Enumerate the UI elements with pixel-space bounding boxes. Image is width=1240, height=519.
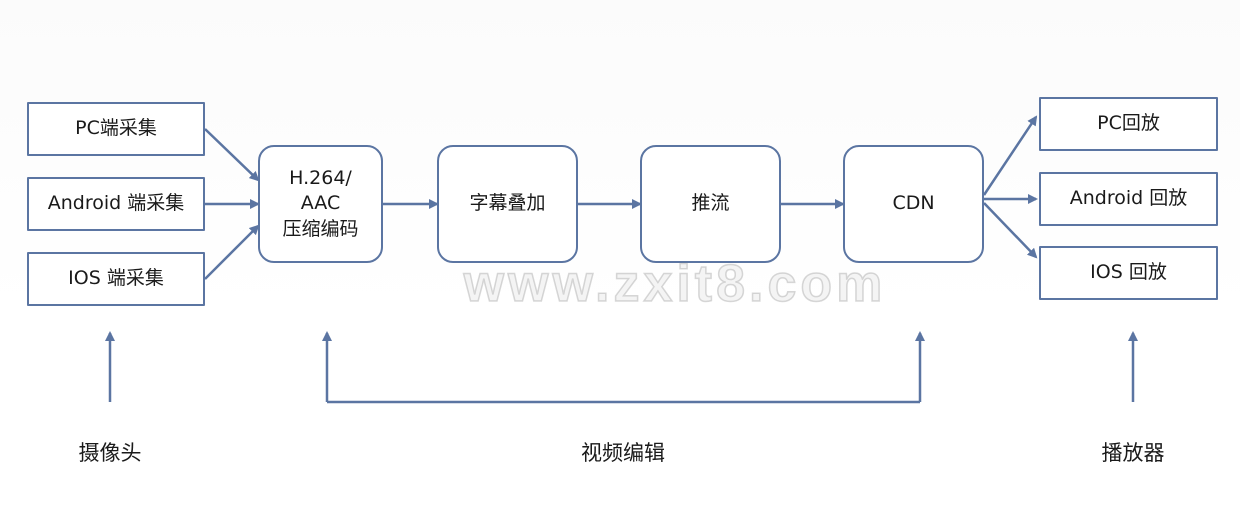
arrow-pc-capture-to-encode: [204, 128, 260, 182]
video-edit-label: 视频编辑: [581, 441, 665, 465]
arrow-cdn-to-pc-playback: [982, 115, 1038, 196]
encode-label: H.264/ AAC 压缩编码: [282, 166, 359, 240]
push-stream-label: 推流: [691, 192, 730, 215]
cdn-label: CDN: [892, 192, 935, 215]
android-capture-label: Android 端采集: [47, 192, 185, 215]
arrow-ios-capture-to-encode: [204, 224, 260, 280]
android-capture-box: Android 端采集: [27, 177, 205, 231]
arrow-cdn-to-ios-playback: [983, 202, 1038, 259]
ios-capture-label: IOS 端采集: [68, 267, 164, 290]
pc-capture-label: PC端采集: [75, 117, 157, 140]
encode-box: H.264/ AAC 压缩编码: [258, 145, 383, 263]
subtitle-overlay-label: 字幕叠加: [469, 192, 546, 215]
pc-playback-box: PC回放: [1039, 97, 1218, 151]
watermark-text: www.zxit8.com: [463, 254, 887, 314]
pc-capture-box: PC端采集: [27, 102, 205, 156]
camera-label: 摄像头: [78, 441, 142, 465]
android-playback-label: Android 回放: [1069, 187, 1188, 210]
push-stream-box: 推流: [640, 145, 781, 263]
ios-capture-box: IOS 端采集: [27, 252, 205, 306]
android-playback-box: Android 回放: [1039, 172, 1218, 226]
player-label: 播放器: [1101, 441, 1165, 465]
ios-playback-label: IOS 回放: [1090, 261, 1167, 284]
pc-playback-label: PC回放: [1097, 112, 1160, 135]
subtitle-overlay-box: 字幕叠加: [437, 145, 578, 263]
cdn-box: CDN: [843, 145, 984, 263]
ios-playback-box: IOS 回放: [1039, 246, 1218, 300]
